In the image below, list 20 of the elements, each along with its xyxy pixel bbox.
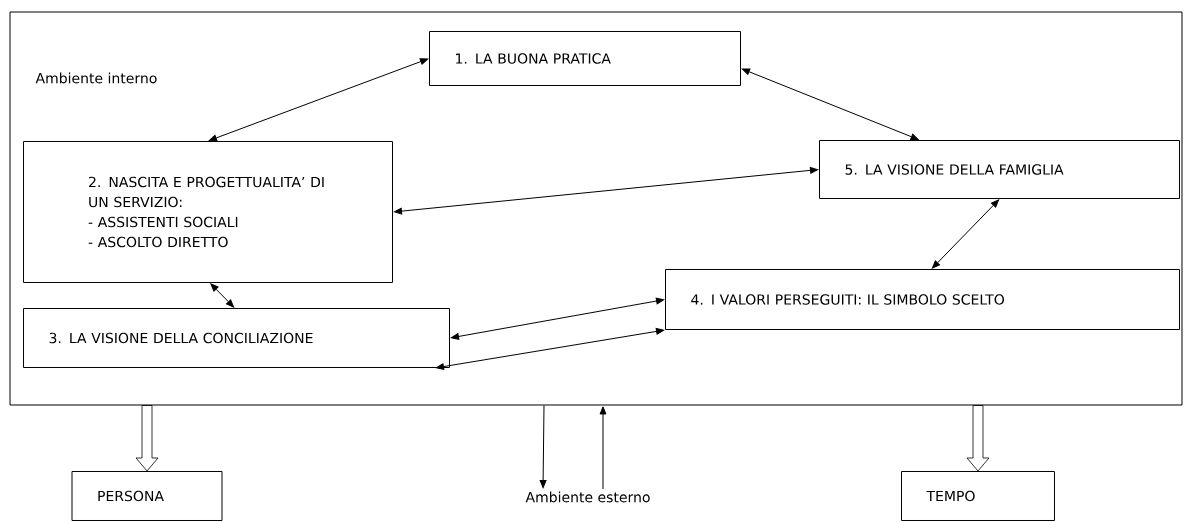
text-box: 4. I VALORI PERSEGUITI: IL SIMBOLO SCELTO <box>665 269 1180 330</box>
arrow <box>931 199 1000 269</box>
text-box: TEMPO <box>901 471 1055 521</box>
area-label: Ambiente esterno <box>525 491 650 503</box>
text-box: 2. NASCITA E PROGETTUALITA’ DI UN SERVIZIO: - ASSISTENTI SOCIALI - ASCOLTO DIRETTO <box>23 141 393 283</box>
arrow <box>599 406 607 490</box>
arrow <box>208 58 429 142</box>
arrow <box>539 405 547 489</box>
text-box: 5. LA VISIONE DELLA FAMIGLIA <box>819 140 1180 199</box>
arrow <box>393 166 819 215</box>
hollow-arrow <box>966 405 990 472</box>
area-label: Ambiente interno <box>35 72 157 84</box>
text-box: 1. LA BUONA PRATICA <box>429 31 741 86</box>
text-box: PERSONA <box>71 471 223 521</box>
hollow-arrow <box>135 405 159 472</box>
text-box: 3. LA VISIONE DELLA CONCILIAZIONE <box>23 308 450 368</box>
arrow <box>741 68 919 140</box>
arrow <box>435 328 665 370</box>
arrow <box>210 283 235 308</box>
arrow <box>450 297 665 340</box>
